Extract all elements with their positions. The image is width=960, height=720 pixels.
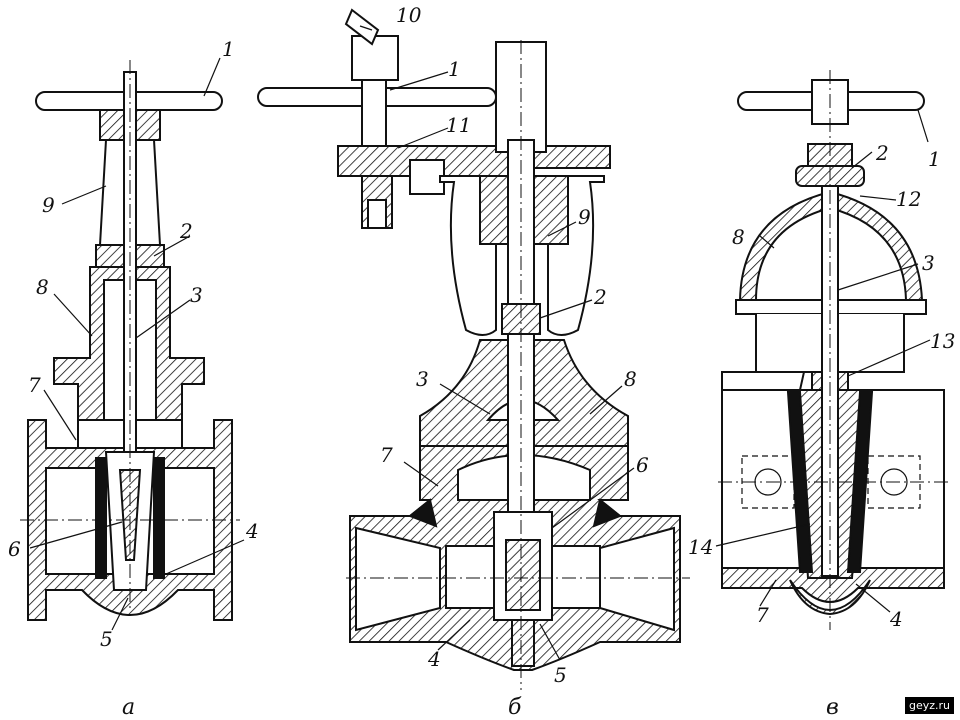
labels-valve-c: 1 2 3 4 7 8 12 13 14: [688, 141, 955, 631]
label-c-1: 1: [928, 147, 941, 171]
label-c-4: 4: [889, 607, 903, 631]
label-a-9: 9: [42, 193, 55, 217]
valve-a-seat-left: [95, 457, 107, 579]
valve-b: [257, 8, 690, 690]
label-a-7: 7: [28, 373, 41, 397]
label-c-12: 12: [896, 187, 921, 211]
label-c-7: 7: [756, 603, 769, 627]
caption-a: а: [122, 695, 135, 720]
valve-b-gearbox: [337, 145, 611, 177]
label-b-10: 10: [396, 3, 422, 27]
label-a-2: 2: [179, 219, 193, 243]
label-a-8: 8: [36, 275, 49, 299]
valve-c: [718, 70, 950, 630]
label-a-6: 6: [8, 537, 21, 561]
valve-b-actuator: [351, 35, 399, 81]
labels-valve-a: 1 2 3 4 5 6 7 8 9: [8, 37, 259, 651]
label-b-8: 8: [624, 367, 637, 391]
label-a-5: 5: [100, 627, 113, 651]
label-b-3: 3: [416, 367, 429, 391]
watermark: geyz.ru: [904, 697, 954, 714]
label-b-1: 1: [448, 57, 461, 81]
label-b-5: 5: [554, 663, 567, 687]
label-a-1: 1: [222, 37, 235, 61]
labels-valve-b: 1 2 3 4 5 6 7 8 9 10 11: [380, 3, 649, 687]
caption-c: в: [826, 695, 839, 720]
caption-b: б: [508, 695, 522, 720]
label-a-3: 3: [190, 283, 203, 307]
label-b-4: 4: [427, 647, 441, 671]
label-c-3: 3: [922, 251, 935, 275]
label-c-8: 8: [732, 225, 745, 249]
label-b-6: 6: [636, 453, 649, 477]
label-c-2: 2: [875, 141, 889, 165]
leader-lines: [29, 25, 931, 661]
label-b-9: 9: [578, 205, 591, 229]
label-b-11: 11: [446, 113, 471, 137]
label-a-4: 4: [245, 519, 259, 543]
valve-a: [20, 60, 240, 621]
label-c-13: 13: [930, 329, 955, 353]
label-b-2: 2: [593, 285, 607, 309]
label-b-7: 7: [380, 443, 393, 467]
label-c-14: 14: [688, 535, 713, 559]
valve-a-seat-right: [153, 457, 165, 579]
